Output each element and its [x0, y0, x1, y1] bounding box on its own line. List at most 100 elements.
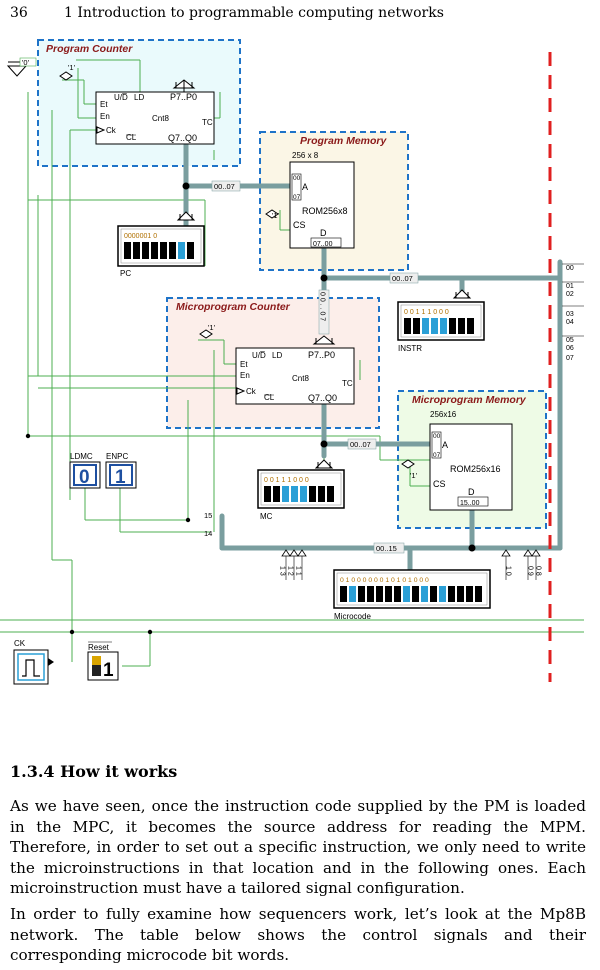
page-header: 36 1 Introduction to programmable comput…	[0, 0, 600, 30]
program-counter-title: Program Counter	[46, 43, 133, 55]
pm-const-one: '1'	[272, 211, 280, 220]
mpc-ld: LD	[272, 351, 282, 360]
side-label: 05	[566, 337, 574, 344]
pm-d-range: 07..00	[313, 241, 333, 248]
const-zero-label: '0'	[22, 58, 30, 67]
program-counter-cnt8: '1' U/D̅ LD P7..P0 Et En Cnt8 TC Ck CL Q…	[59, 63, 215, 145]
mpc-tc: TC	[342, 379, 353, 388]
page-number: 36	[10, 5, 28, 21]
microprogram-memory-size: 256x16	[430, 410, 457, 419]
side-label: 00	[566, 265, 574, 272]
mpc-updn: U/D̅	[252, 351, 266, 360]
pm-type: ROM256x8	[302, 206, 348, 216]
enpc-label: ENPC	[106, 452, 128, 461]
enpc-value: 1	[115, 467, 126, 488]
mpc-bus-label: 00..07	[350, 440, 371, 449]
mpc-ck: Ck	[246, 387, 257, 396]
tap-right-label: 1 0	[505, 566, 512, 576]
tap-left-label: 1 2	[287, 566, 294, 576]
microcode-display: 0 1 0 0 0 0 0 0 1 0 1 0 1 0 0 0 Microcod…	[333, 569, 491, 621]
instr-display: 0 0 1 1 1 0 0 0 INSTR	[397, 289, 485, 353]
vertical-bus-label: 0 0 . . 0 7	[319, 292, 326, 321]
tap-left-label: 1 3	[279, 566, 286, 576]
microprogram-counter-cnt8: '1' U/D̅ LD P7..P0 Et En Cnt8 TC Ck CL Q…	[199, 323, 355, 405]
pc-ld: LD	[134, 93, 144, 102]
pm-cs: CS	[293, 220, 306, 230]
mpm-a-bottom: 07	[433, 452, 441, 459]
bus-labels: 00..07 00..07 00..07 00..15 15 14 0 0 . …	[204, 180, 419, 554]
bus-15-label: 15	[204, 511, 212, 520]
pm-a-bottom: 07	[293, 194, 301, 201]
mpm-cs: CS	[433, 479, 446, 489]
mpm-type: ROM256x16	[450, 464, 501, 474]
side-label: 03	[566, 311, 574, 318]
pc-ck: Ck	[106, 126, 117, 135]
ck-clock[interactable]: CK	[13, 639, 54, 685]
mpm-a-label: A	[442, 440, 448, 450]
side-label: 04	[566, 319, 574, 326]
side-label: 07	[566, 355, 574, 362]
pc-cl: CL	[126, 133, 137, 142]
side-label: 06	[566, 345, 574, 352]
mpc-p-range: P7..P0	[308, 350, 335, 360]
section-heading: 1.3.4 How it works	[10, 762, 178, 781]
pc-et: Et	[100, 100, 108, 109]
pc-updn: U/D̅	[114, 93, 128, 102]
reset-switch[interactable]: Reset 1	[87, 641, 119, 681]
mpm-a-top: 00	[433, 433, 441, 440]
microcode-bus-label: 00..15	[376, 544, 397, 553]
instr-display-label: INSTR	[398, 344, 422, 353]
mc-display: 0 0 1 1 1 0 0 0 MC	[257, 459, 345, 521]
tap-right-label: 0 9	[527, 566, 534, 576]
mpc-type: Cnt8	[292, 374, 309, 383]
program-memory-rom: 00 A 07 '1' ROM256x8 CS D 07..00	[265, 161, 355, 249]
pc-q-range: Q7..Q0	[168, 133, 197, 143]
instr-display-digits: 0 0 1 1 1 0 0 0	[404, 309, 449, 316]
tap-right-label: 0 8	[535, 566, 542, 576]
pc-type: Cnt8	[152, 114, 169, 123]
microcode-display-label: Microcode	[334, 612, 371, 621]
mpc-q-range: Q7..Q0	[308, 393, 337, 403]
running-head: 1 Introduction to programmable computing…	[64, 5, 444, 21]
pc-tc: TC	[202, 118, 213, 127]
program-memory-title: Program Memory	[300, 135, 388, 147]
body-paragraph: In order to fully examine how sequencers…	[10, 905, 586, 964]
side-label: 02	[566, 291, 574, 298]
bus-14-label: 14	[204, 529, 212, 538]
pm-a-label: A	[302, 182, 308, 192]
mc-display-label: MC	[260, 512, 273, 521]
body-paragraph: As we have seen, once the instruction co…	[10, 797, 586, 897]
mpc-et: Et	[240, 360, 248, 369]
const-zero-ground: '0'	[6, 57, 37, 77]
mpc-en: En	[240, 371, 250, 380]
ldmc-value: 0	[79, 467, 90, 488]
mpm-d-range: 15..00	[460, 500, 480, 507]
side-label: 01	[566, 283, 574, 290]
mpm-const-one: '1'	[410, 471, 418, 480]
schematic-figure: Program Counter Program Memory 256 x 8 M…	[0, 30, 600, 710]
program-memory-size: 256 x 8	[292, 151, 319, 160]
pc-bus-label: 00..07	[214, 182, 235, 191]
pc-display: 0000001 0 PC	[117, 211, 205, 278]
ck-label: CK	[14, 639, 26, 648]
pm-a-top: 00	[293, 175, 301, 182]
microprogram-memory-rom: 00 A 07 '1' ROM256x16 CS D 15..00	[401, 423, 513, 511]
data-buses	[183, 141, 563, 581]
pc-en: En	[100, 112, 110, 121]
enpc-switch[interactable]: ENPC 1	[105, 452, 137, 489]
junction-dots	[25, 182, 476, 635]
bus-taps: 1 3 1 2 1 1 1 0 0 9 0 8	[279, 549, 542, 580]
ldmc-switch[interactable]: LDMC 0	[69, 452, 101, 489]
microprogram-memory-title: Microprogram Memory	[412, 394, 527, 406]
pm-d-label: D	[320, 228, 327, 238]
mpm-d-label: D	[468, 487, 475, 497]
control-wires	[0, 59, 584, 667]
pc-p-range: P7..P0	[170, 92, 197, 102]
pc-const-one: '1'	[68, 63, 76, 72]
pm-out-bus-label: 00..07	[392, 274, 413, 283]
reset-label: Reset	[88, 643, 110, 652]
side-labels: 00 01 02 03 04 05 06 07	[562, 263, 584, 362]
mpc-const-one: '1'	[208, 323, 216, 332]
pc-display-label: PC	[120, 269, 131, 278]
microprogram-counter-title: Microprogram Counter	[176, 301, 291, 313]
